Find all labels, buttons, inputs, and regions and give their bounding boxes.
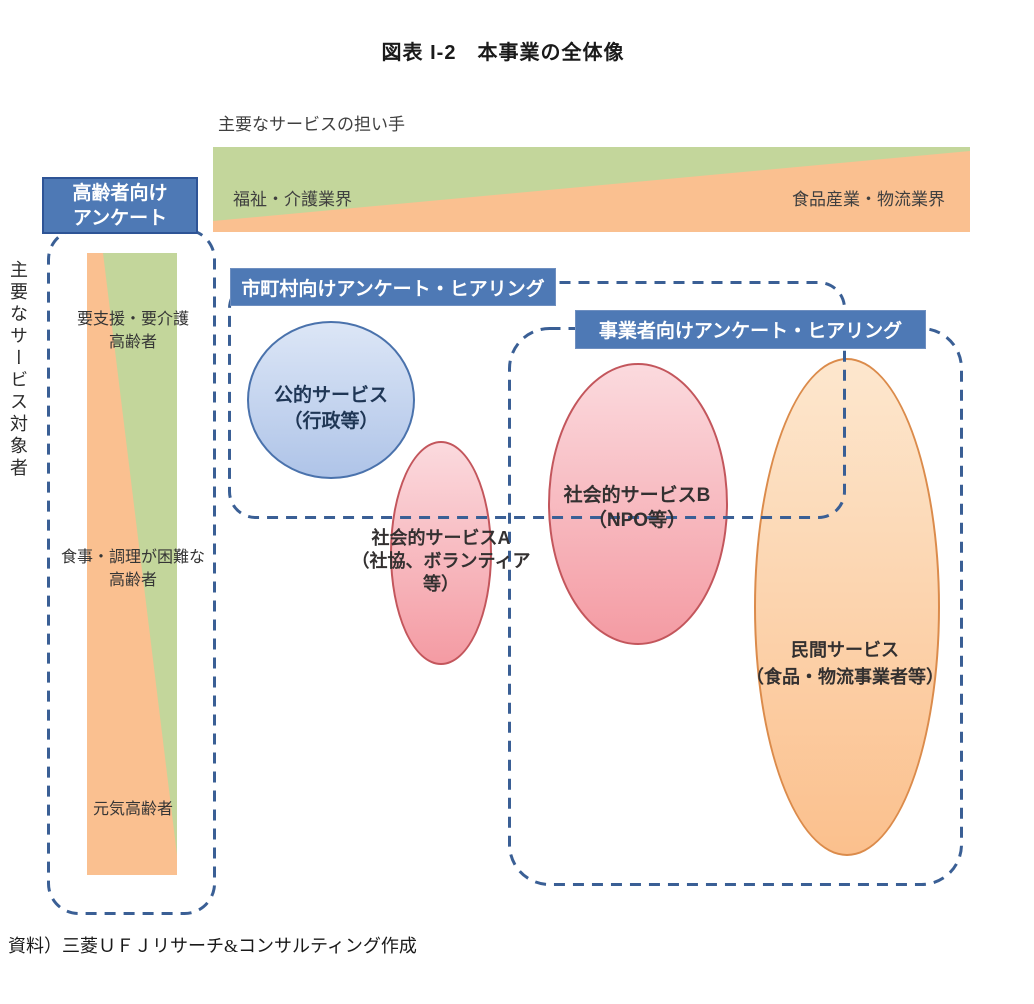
recipient-group-care-needed: 要支援・要介護 高齢者 xyxy=(43,308,223,354)
private-service-label: 民間サービス （食品・物流事業者等） xyxy=(730,637,960,691)
social-service-a-label-line: （社協、ボランティア xyxy=(351,551,531,571)
elderly-survey-header-line: 高齢者向け xyxy=(72,182,168,204)
social-service-a-label-line: 等） xyxy=(423,574,459,594)
public-service-label-line: （行政等） xyxy=(283,411,379,432)
public-service-label: 公的サービス （行政等） xyxy=(231,383,431,435)
social-service-a-label: 社会的サービスA （社協、ボランティア 等） xyxy=(341,527,541,596)
recipient-group-line: 食事・調理が困難な xyxy=(60,549,205,566)
recipient-group-line: 高齢者 xyxy=(108,334,157,351)
private-service-label-line: （食品・物流事業者等） xyxy=(746,667,944,687)
providers-axis-label: 主要なサービスの担い手 xyxy=(218,115,405,134)
recipient-group-line: 要支援・要介護 xyxy=(76,311,189,328)
social-service-b-label: 社会的サービスB （NPO等） xyxy=(527,483,747,533)
recipient-group-line: 高齢者 xyxy=(108,572,157,589)
social-service-a-label-line: 社会的サービスA xyxy=(371,528,511,548)
recipient-group-cooking-difficulty: 食事・調理が困難な 高齢者 xyxy=(43,546,223,592)
social-service-b-label-line: 社会的サービスB xyxy=(563,485,711,506)
social-service-b-label-line: （NPO等） xyxy=(587,510,687,531)
food-logistics-industry-label: 食品産業・物流業界 xyxy=(792,190,945,209)
business-survey-header: 事業者向けアンケート・ヒアリング xyxy=(575,310,926,349)
recipient-group-line: 元気高齢者 xyxy=(92,801,173,818)
welfare-industry-label: 福祉・介護業界 xyxy=(233,190,352,209)
elderly-survey-header: 高齢者向け アンケート xyxy=(42,177,198,234)
public-service-label-line: 公的サービス xyxy=(273,385,388,406)
source-note: 資料）三菱ＵＦＪリサーチ&コンサルティング作成 xyxy=(8,936,417,956)
recipients-axis-label: 主要なサービス対象者 xyxy=(8,260,28,480)
figure-title: 図表 I-2 本事業の全体像 xyxy=(381,42,625,64)
elderly-survey-header-line: アンケート xyxy=(72,207,168,229)
recipient-group-healthy: 元気高齢者 xyxy=(43,798,223,821)
private-service-label-line: 民間サービス xyxy=(791,640,899,660)
private-service-ellipse xyxy=(754,358,940,856)
industry-spectrum-bar xyxy=(213,147,970,232)
welfare-care-region xyxy=(213,147,970,221)
municipality-survey-header: 市町村向けアンケート・ヒアリング xyxy=(230,268,556,306)
